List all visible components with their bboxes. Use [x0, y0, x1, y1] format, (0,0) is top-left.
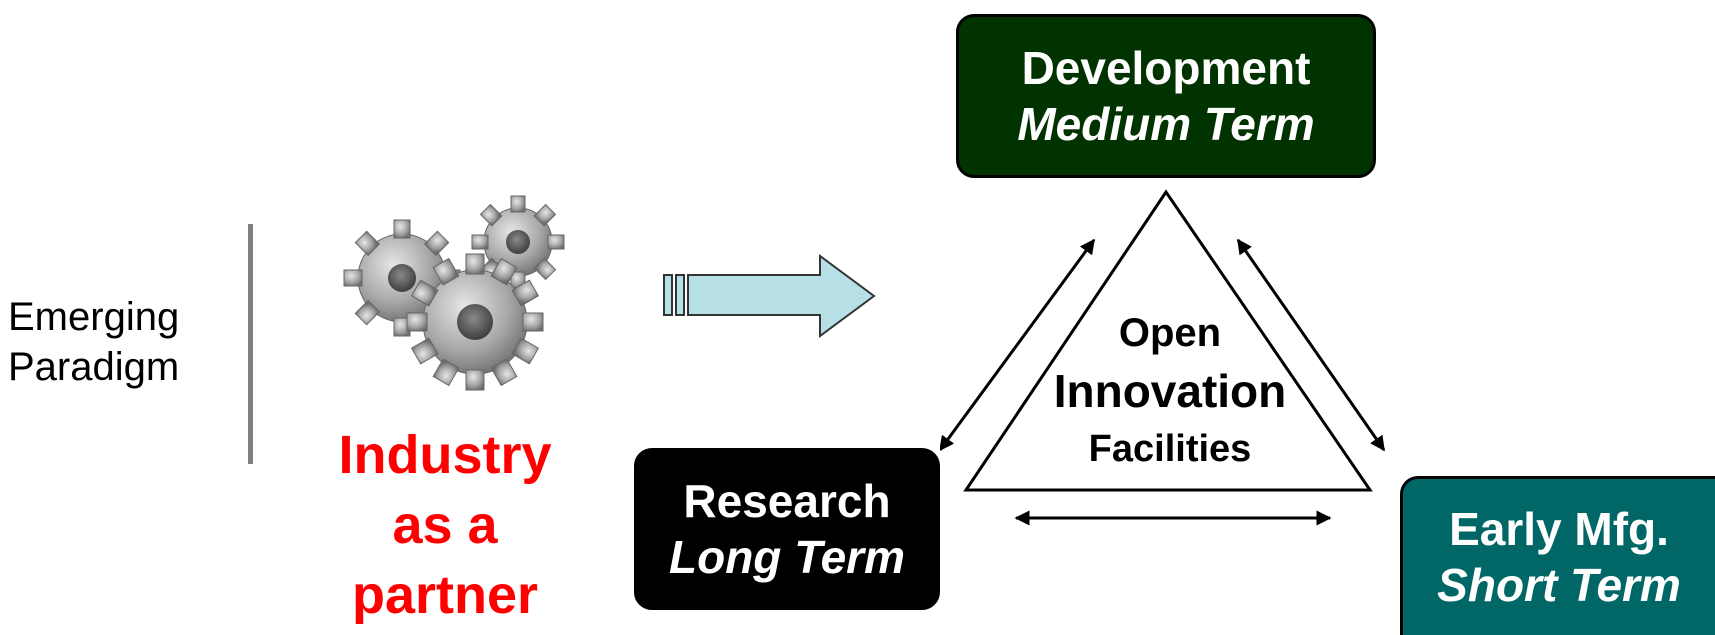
- gear-front-icon: [406, 253, 544, 391]
- research-box: Research Long Term: [634, 448, 940, 610]
- connector-research-development: [940, 238, 1096, 452]
- research-title: Research: [683, 475, 891, 527]
- research-subtitle: Long Term: [669, 531, 905, 583]
- paradigm-label-line2: Paradigm: [8, 345, 180, 389]
- vertical-divider: [248, 224, 253, 464]
- open-innovation-line3: Facilities: [1088, 428, 1252, 470]
- paradigm-label-line1: Emerging: [8, 295, 180, 339]
- innovation-triangle: [940, 189, 1386, 526]
- right-arrow-icon: [663, 254, 876, 338]
- early-mfg-subtitle: Short Term: [1437, 559, 1681, 611]
- development-subtitle: Medium Term: [1017, 98, 1315, 150]
- open-innovation-line2: Innovation: [1053, 365, 1287, 417]
- industry-label-line1: Industry: [338, 425, 552, 485]
- industry-label: Industry as a partner: [290, 420, 600, 630]
- connector-development-early-mfg: [1236, 238, 1386, 452]
- gears-icon: [343, 195, 565, 391]
- development-box: Development Medium Term: [956, 14, 1376, 178]
- industry-label-line3: partner: [351, 565, 539, 625]
- early-mfg-title: Early Mfg.: [1449, 503, 1669, 555]
- open-innovation-label: Open Innovation Facilities: [1020, 305, 1320, 477]
- paradigm-label: Emerging Paradigm: [8, 292, 218, 392]
- industry-label-line2: as a: [392, 495, 498, 555]
- development-title: Development: [1021, 42, 1311, 94]
- early-mfg-box: Early Mfg. Short Term: [1400, 476, 1715, 635]
- open-innovation-line1: Open: [1118, 311, 1222, 355]
